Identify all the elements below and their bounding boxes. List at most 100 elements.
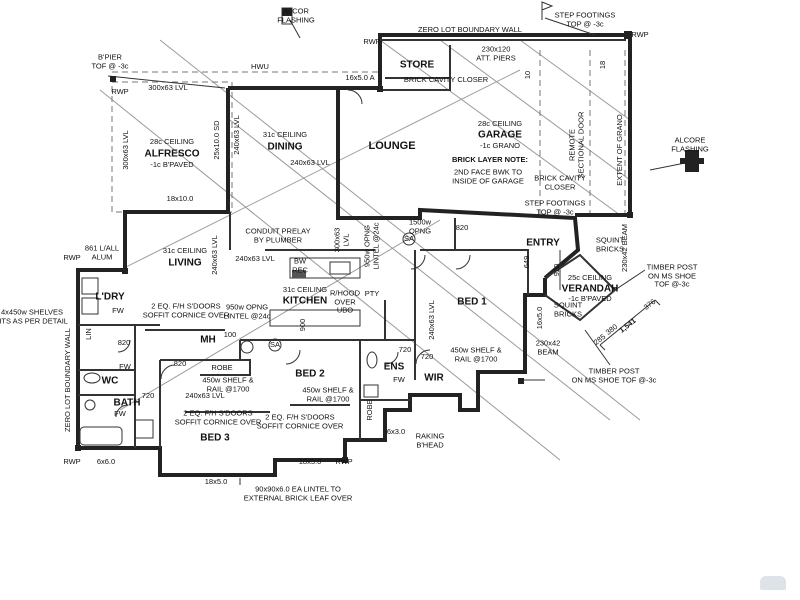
ldry-label: L'DRY — [95, 291, 125, 303]
entry-label: ENTRY — [526, 237, 560, 249]
rwp-garage: RWP — [363, 36, 381, 46]
dim-6x3: 6x3.0 — [386, 426, 406, 436]
beam-230-42: 230x42 BEAM — [619, 224, 629, 272]
rwp-bottom-left: RWP — [63, 456, 81, 466]
bed2-label: BED 2 — [295, 368, 325, 380]
rwp-living: RWP — [63, 252, 81, 262]
dim-18-10: 18x10.0 — [166, 193, 194, 203]
robe-bed2: ROBE — [364, 399, 374, 421]
dim-10: 10 — [522, 70, 532, 80]
ens-label: ENS — [383, 361, 405, 373]
fw-wc: FW — [119, 361, 131, 371]
sa-kitchen: SA — [269, 339, 281, 349]
zero-lot-wall-top-note: ZERO LOT BOUNDARY WALL — [418, 24, 522, 34]
dining-lvl-horizontal: 240x63 LVL — [290, 157, 330, 167]
dim-649: 649 — [521, 255, 531, 269]
living-ceiling: 31c CEILING — [162, 245, 208, 255]
store-label: STORE — [399, 59, 435, 71]
dim-16x5: 16x5.0 — [534, 306, 544, 330]
dining-lvl-vertical: 240x63 LVL — [231, 115, 241, 155]
dim-820-entry: 820 — [455, 222, 469, 232]
alfresco-ceiling: 28c CEILING — [149, 136, 195, 146]
dining-ceiling: 31c CEILING — [262, 129, 308, 139]
verandah-floor: -1c B'PAVED — [568, 293, 612, 303]
alfresco-lvl-vertical: 300x63 LVL — [120, 130, 130, 170]
pantry-label: PTY — [364, 288, 380, 298]
brick-cavity-closer-top-note: BRICK CAVITY CLOSER — [403, 74, 489, 84]
alfresco-label: ALFRESCO — [144, 148, 200, 160]
wc-label: WC — [101, 375, 119, 387]
robe-bed3: ROBE — [211, 362, 233, 372]
dim-720-bath: 720 — [141, 390, 155, 400]
bath-tub — [79, 426, 123, 446]
zero-lot-wall-left: ZERO LOT BOUNDARY WALL — [62, 328, 72, 432]
wir-label: WIR — [424, 372, 444, 384]
garage-label: GARAGE — [478, 129, 522, 141]
alfresco-lvl-note: 300x63 LVL — [148, 82, 188, 92]
fw-ens: FW — [393, 374, 405, 384]
living-lvl-vertical: 240x63 LVL — [209, 235, 219, 275]
mh-label: MH — [200, 334, 216, 346]
kitchen-ceiling: 31c CEILING — [282, 284, 328, 294]
living-lvl-horizontal: 240x63 LVL — [235, 253, 275, 263]
bath-label: BATH — [113, 397, 141, 409]
dim-920: 920 — [551, 263, 561, 277]
dim-6x6: 6x6.0 — [96, 456, 116, 466]
fw-ldry: FW — [112, 305, 124, 315]
shelf-bed3: 450w SHELF &RAIL @1700 — [202, 375, 254, 393]
dim-100: 100 — [223, 329, 237, 339]
watermark-logo — [760, 576, 786, 590]
shelf-bed2: 450w SHELF &RAIL @1700 — [302, 385, 354, 403]
dining-label: DINING — [267, 141, 303, 153]
verandah-label: VERANDAH — [561, 283, 619, 295]
garage-floor: -1c GRANO — [479, 140, 521, 150]
lin-note: LIN — [83, 328, 93, 340]
bed3-label: BED 3 — [200, 432, 230, 444]
lintel-16-5-note: 16x5.0 A — [345, 72, 375, 82]
bed1-lvl: 240x63 LVL — [426, 300, 436, 340]
dim-18x5: 18x5.0 — [298, 456, 322, 466]
alfresco-floor: -1c B'PAVED — [150, 159, 194, 169]
dim-18x5-bottom: 18x5.0 — [204, 476, 228, 486]
dim-18: 18 — [597, 60, 607, 70]
hwu-note: HWU — [251, 61, 269, 71]
shelf-bed1: 450w SHELF &RAIL @1700 — [450, 345, 502, 363]
dim-900: 900 — [297, 318, 307, 332]
sa-entry: SA — [403, 233, 415, 243]
dim-820-bed3: 820 — [173, 358, 187, 368]
sd-note: 25x10.0 SD — [211, 120, 221, 160]
diagonal-guides — [99, 39, 641, 461]
lounge-label: LOUNGE — [368, 140, 416, 152]
rwp-top-left: RWP — [111, 86, 129, 96]
verandah-ceiling: 25c CEILING — [567, 272, 613, 282]
bricklayer-note-title: BRICK LAYER NOTE: — [452, 154, 528, 164]
dim-720-wir: 720 — [420, 351, 434, 361]
kitchen-island — [289, 257, 361, 279]
garage-ceiling: 28c CEILING — [477, 118, 523, 128]
